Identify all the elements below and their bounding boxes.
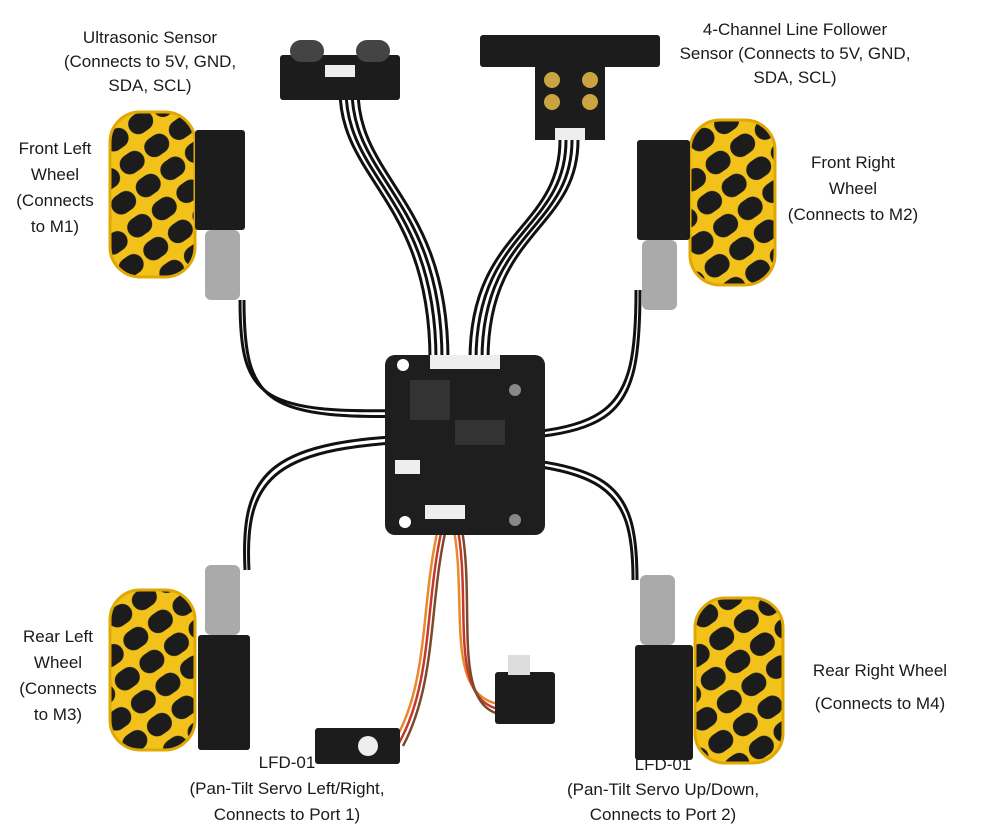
label-line: Connects to Port 1)	[213, 805, 361, 824]
label-line: (Pan-Tilt Servo Up/Down,	[566, 780, 760, 799]
label-line: SDA, SCL)	[753, 68, 837, 87]
label-line: Wheel	[828, 179, 878, 198]
label-line: Sensor (Connects to 5V, GND,	[679, 44, 911, 63]
label-ultrasonic-sensor: Ultrasonic Sensor (Connects to 5V, GND, …	[64, 26, 236, 98]
motor-wires	[238, 289, 642, 581]
label-line: (Connects	[19, 679, 97, 698]
label-line: Ultrasonic Sensor	[82, 28, 218, 47]
label-servo-up-down: LFD-01 (Pan-Tilt Servo Up/Down, Connects…	[567, 752, 759, 827]
label-rear-right-wheel: Rear Right Wheel (Connects to M4)	[813, 654, 947, 720]
label-line: Connects to Port 2)	[589, 805, 737, 824]
servo-left-right	[315, 728, 400, 764]
rear-left-wheel	[108, 565, 250, 752]
front-right-wheel	[637, 118, 777, 310]
label-line: Front Left	[18, 139, 92, 158]
label-line: Wheel	[30, 165, 80, 184]
label-line: Front Right	[810, 153, 896, 172]
label-line: Rear Left	[23, 627, 93, 646]
sensor-wires	[338, 89, 580, 361]
controller-board	[385, 355, 545, 535]
label-line: LFD-01	[258, 753, 316, 772]
label-line: (Connects	[16, 191, 94, 210]
ultrasonic-sensor	[280, 40, 400, 100]
label-front-right-wheel: Front Right Wheel (Connects to M2)	[788, 150, 918, 228]
label-line: to M3)	[33, 705, 83, 724]
label-line: LFD-01	[634, 755, 692, 774]
line-follower-sensor	[480, 35, 660, 140]
label-line: Wheel	[33, 653, 83, 672]
label-line: 4-Channel Line Follower	[702, 20, 888, 39]
label-line: (Pan-Tilt Servo Left/Right,	[189, 779, 385, 798]
label-line: SDA, SCL)	[108, 76, 192, 95]
servo-up-down	[495, 655, 555, 724]
label-servo-left-right: LFD-01 (Pan-Tilt Servo Left/Right, Conne…	[190, 750, 385, 828]
rear-right-wheel	[635, 575, 785, 765]
label-line: (Connects to 5V, GND,	[63, 52, 237, 71]
label-rear-left-wheel: Rear Left Wheel (Connects to M3)	[19, 624, 96, 728]
label-line: (Connects to M4)	[814, 694, 946, 713]
label-line: to M1)	[30, 217, 80, 236]
front-left-wheel	[108, 110, 245, 300]
label-line: (Connects to M2)	[787, 205, 919, 224]
label-line-follower: 4-Channel Line Follower Sensor (Connects…	[680, 18, 911, 90]
label-line: Rear Right Wheel	[812, 661, 948, 680]
label-front-left-wheel: Front Left Wheel (Connects to M1)	[16, 136, 93, 240]
servo-wires	[393, 519, 506, 747]
